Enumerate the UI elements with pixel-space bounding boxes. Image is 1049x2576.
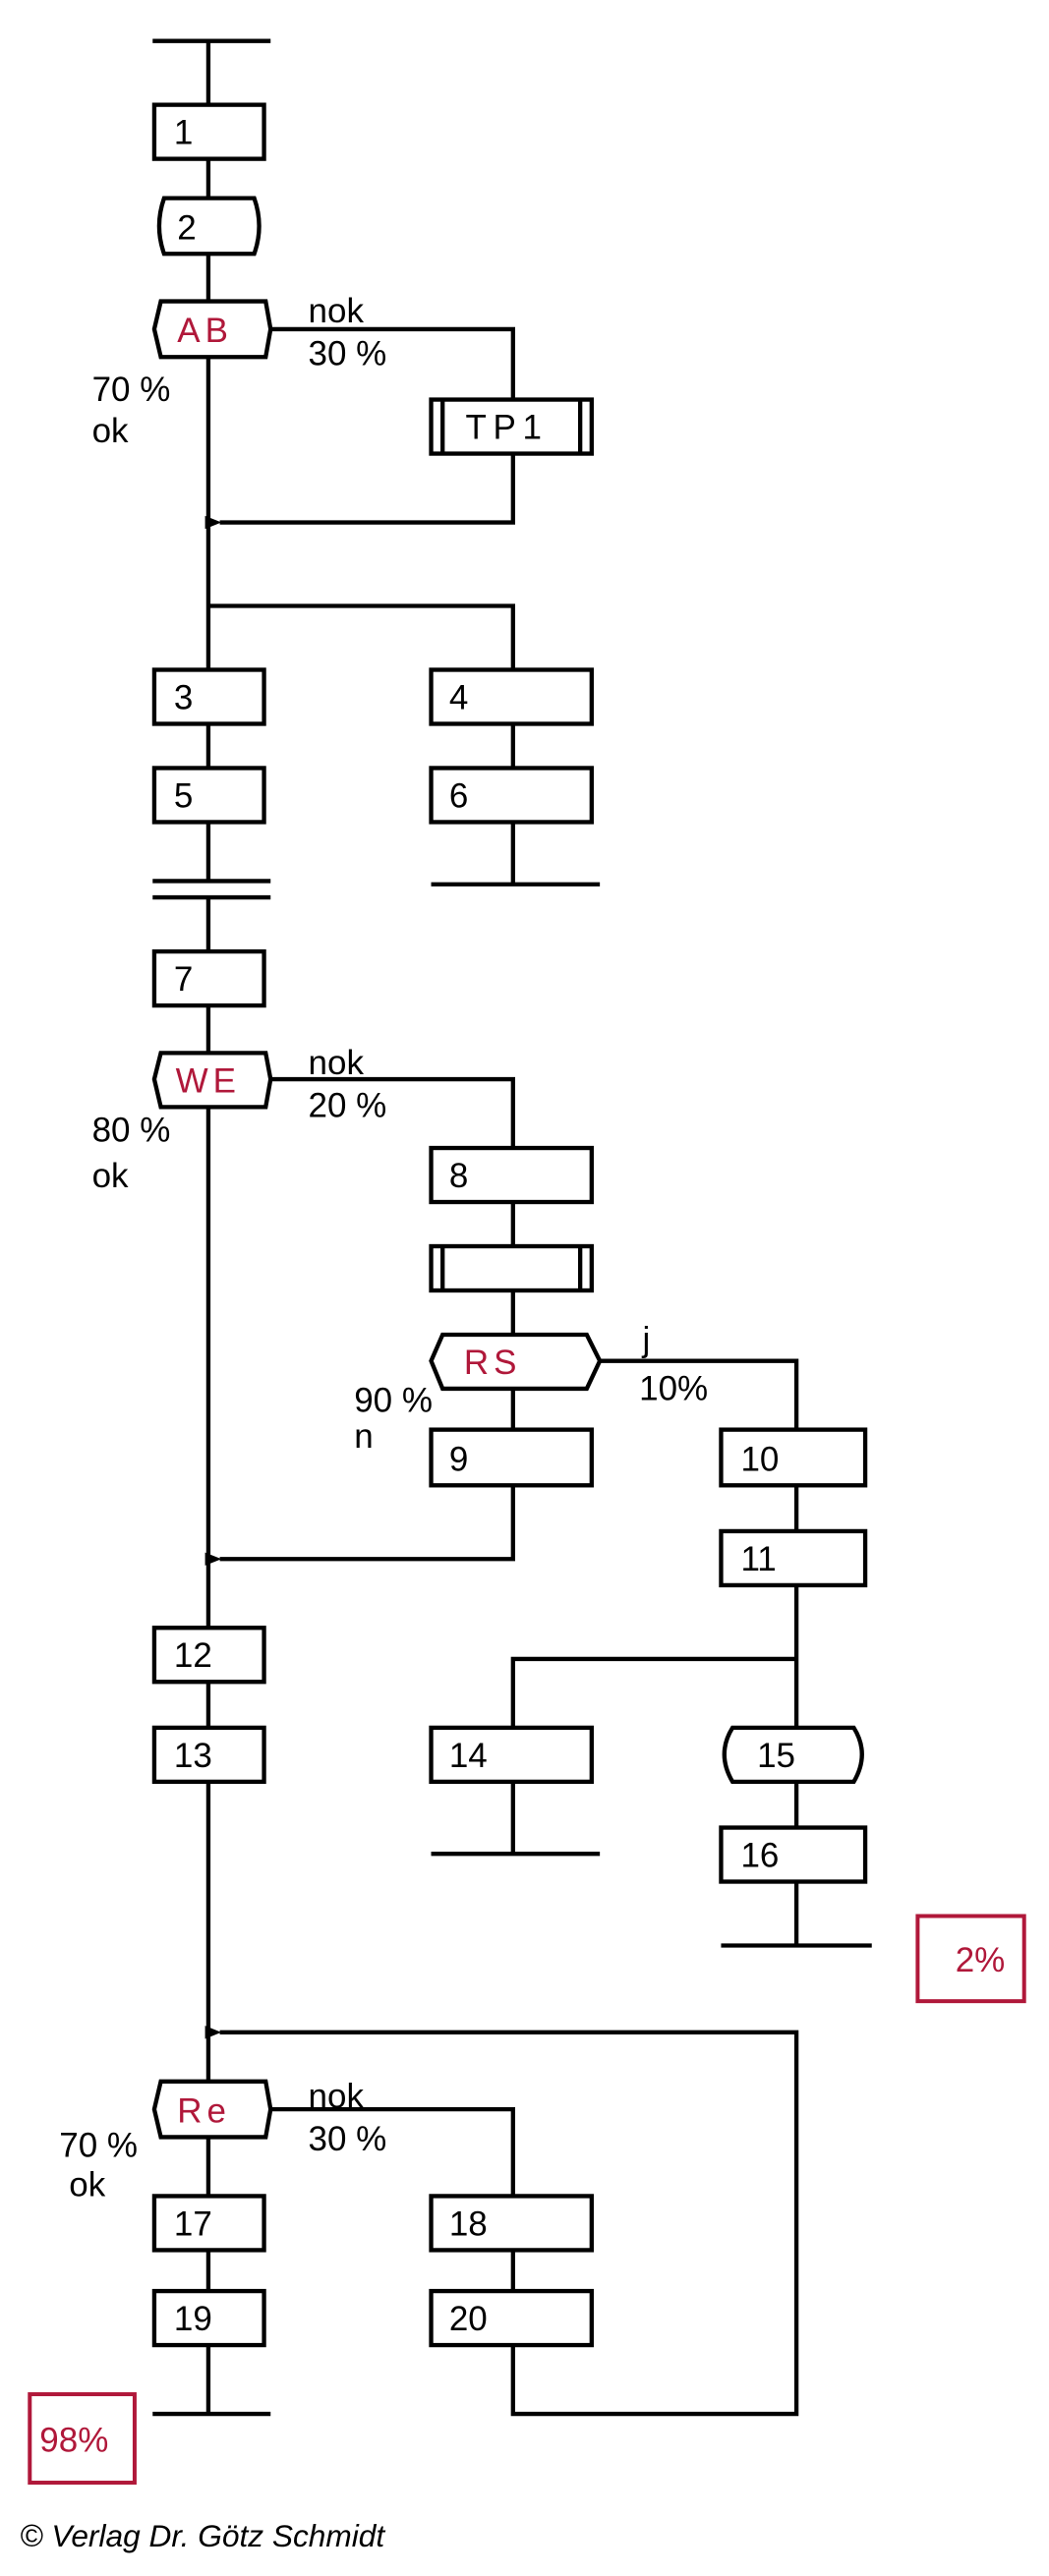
step-19 bbox=[151, 2288, 266, 2348]
step-8-label: 8 bbox=[449, 1157, 468, 1195]
subprocess-tp1-label: TP1 bbox=[466, 409, 549, 447]
good-rate-box bbox=[28, 2392, 137, 2486]
decision-we bbox=[151, 1051, 273, 1110]
ab-ok-label: ok bbox=[92, 412, 129, 450]
connectors bbox=[152, 38, 872, 2417]
step-3 bbox=[151, 667, 266, 726]
step-20 bbox=[429, 2288, 594, 2348]
we-ok-label: ok bbox=[92, 1157, 129, 1195]
step-18 bbox=[429, 2194, 594, 2253]
re-nok-label: nok bbox=[309, 2077, 365, 2115]
step-14 bbox=[429, 1725, 594, 1785]
rs-yes-line bbox=[600, 1358, 799, 1430]
step-8 bbox=[429, 1145, 594, 1205]
rs-no-pct: 90 % bbox=[354, 1381, 433, 1419]
subprocess-empty bbox=[429, 1243, 594, 1293]
step-13-label: 13 bbox=[174, 1737, 212, 1775]
scrap-rate-box bbox=[915, 1914, 1026, 2004]
re-loop-arrow bbox=[204, 2026, 799, 2417]
rs-yes-label: j bbox=[641, 1321, 650, 1359]
we-nok-line bbox=[270, 1076, 516, 1149]
ab-nok-pct: 30 % bbox=[309, 335, 387, 373]
step-19-label: 19 bbox=[174, 2300, 212, 2338]
tp1-return-arrow bbox=[204, 453, 516, 530]
branch-14-line bbox=[510, 1656, 797, 1728]
step-3-label: 3 bbox=[174, 678, 193, 716]
good-rate-label: 98% bbox=[39, 2421, 108, 2459]
scrap-rate-label: 2% bbox=[956, 1941, 1006, 1979]
step-18-label: 18 bbox=[449, 2204, 488, 2243]
step-4 bbox=[429, 667, 594, 726]
step-11 bbox=[719, 1528, 868, 1588]
step-7 bbox=[151, 948, 266, 1008]
step-2-wait bbox=[156, 196, 262, 257]
step-15-label: 15 bbox=[757, 1737, 795, 1775]
step-5-label: 5 bbox=[174, 776, 193, 815]
we-nok-pct: 20 % bbox=[309, 1086, 387, 1124]
rework-return-arrow bbox=[204, 1485, 516, 1566]
step-17 bbox=[151, 2194, 266, 2253]
decision-re-label: Re bbox=[177, 2091, 231, 2130]
step-11-label: 11 bbox=[740, 1540, 776, 1578]
decision-rs-label: RS bbox=[464, 1344, 522, 1382]
step-16-label: 16 bbox=[740, 1837, 779, 1875]
rs-yes-pct: 10% bbox=[639, 1370, 708, 1408]
step-7-label: 7 bbox=[174, 960, 193, 999]
subprocess-tp1 bbox=[429, 397, 594, 456]
step-20-label: 20 bbox=[449, 2300, 488, 2338]
step-4-label: 4 bbox=[449, 678, 468, 716]
re-nok-pct: 30 % bbox=[309, 2120, 387, 2158]
step-6-label: 6 bbox=[449, 776, 468, 815]
step-12-label: 12 bbox=[174, 1636, 212, 1675]
step-12 bbox=[151, 1626, 266, 1685]
decision-re bbox=[151, 2079, 273, 2140]
re-nok-line bbox=[270, 2106, 516, 2197]
step-5 bbox=[151, 766, 266, 825]
step-15-wait bbox=[722, 1725, 864, 1785]
step-17-label: 17 bbox=[174, 2204, 212, 2243]
rs-no-label: n bbox=[354, 1417, 373, 1456]
ab-nok-line bbox=[270, 326, 516, 400]
step-10 bbox=[719, 1427, 868, 1488]
decision-we-label: WE bbox=[176, 1061, 241, 1100]
step-14-label: 14 bbox=[449, 1737, 488, 1775]
step-9 bbox=[429, 1427, 594, 1488]
step-16 bbox=[719, 1825, 868, 1884]
copyright-notice: © Verlag Dr. Götz Schmidt bbox=[20, 2518, 385, 2553]
decision-ab-label: AB bbox=[177, 312, 233, 350]
step-1 bbox=[151, 102, 266, 161]
step-13 bbox=[151, 1725, 266, 1785]
re-ok-pct: 70 % bbox=[59, 2126, 138, 2164]
we-nok-label: nok bbox=[309, 1044, 365, 1082]
ab-ok-pct: 70 % bbox=[92, 371, 171, 409]
parallel-branch-line bbox=[207, 603, 516, 670]
ab-nok-label: nok bbox=[309, 292, 365, 330]
step-2-label: 2 bbox=[177, 208, 196, 247]
step-10-label: 10 bbox=[740, 1440, 779, 1478]
step-1-label: 1 bbox=[174, 114, 193, 152]
decision-rs bbox=[429, 1332, 603, 1392]
re-ok-label: ok bbox=[69, 2165, 105, 2204]
step-6 bbox=[429, 766, 594, 825]
step-9-label: 9 bbox=[449, 1440, 468, 1478]
decision-ab bbox=[151, 299, 273, 360]
we-ok-pct: 80 % bbox=[92, 1111, 171, 1149]
